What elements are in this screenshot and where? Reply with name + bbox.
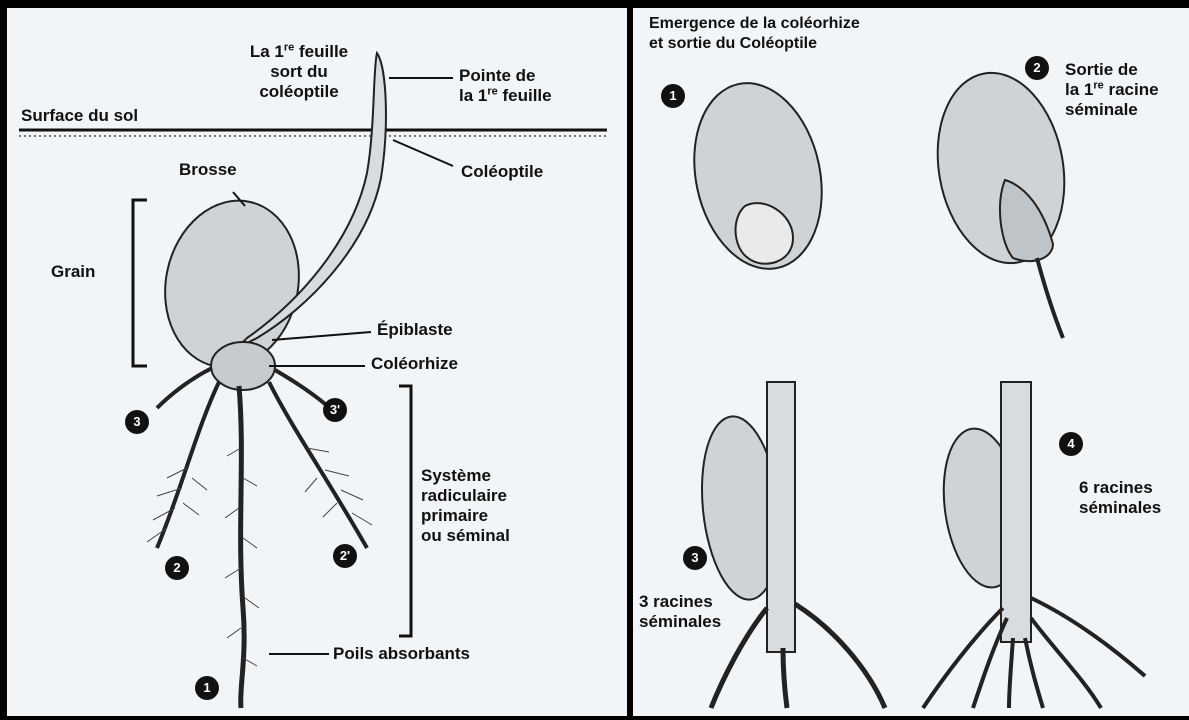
seminal-root-2	[157, 382, 219, 548]
stage3-root-c	[795, 604, 885, 708]
seedling-diagram-panel: La 1re feuille sort du coléoptile Pointe…	[7, 8, 627, 716]
leader-epiblast	[272, 332, 371, 340]
seminal-root-2-prime	[269, 382, 367, 548]
coleoptile-label: Coléoptile	[461, 162, 543, 182]
marker-2: 2	[165, 556, 189, 580]
leader-coleoptile	[393, 140, 453, 166]
grain-label: Grain	[51, 262, 95, 282]
tip-of-first-leaf-label: Pointe de la 1re feuille	[459, 66, 552, 106]
six-seminal-roots-label: 6 racines séminales	[1079, 478, 1161, 518]
marker-1: 1	[195, 676, 219, 700]
stage-marker-2: 2	[1025, 56, 1049, 80]
stage2-grain	[923, 63, 1078, 274]
right-panel-title: Emergence de la coléorhize et sortie du …	[649, 14, 860, 54]
absorbent-hairs-label: Poils absorbants	[333, 644, 470, 664]
epiblast-label: Épiblaste	[377, 320, 453, 340]
stage-marker-4: 4	[1059, 432, 1083, 456]
soil-surface-label: Surface du sol	[21, 106, 138, 126]
marker-3-prime: 3'	[323, 398, 347, 422]
seminal-root-3	[157, 368, 212, 408]
stage3-root-b	[783, 648, 787, 708]
stage-marker-1: 1	[661, 84, 685, 108]
stage-marker-3: 3	[683, 546, 707, 570]
stage4-roots	[923, 598, 1145, 708]
stage4-coleoptile	[1001, 382, 1031, 642]
germination-stages-panel: Emergence de la coléorhize et sortie du …	[633, 8, 1189, 716]
coleorhiza-label: Coléorhize	[371, 354, 458, 374]
root-system-bracket	[399, 386, 411, 636]
brush-label: Brosse	[179, 160, 237, 180]
first-root-exit-label: Sortie de la 1re racine séminale	[1065, 60, 1159, 120]
stage2-first-root	[1037, 258, 1063, 338]
marker-2-prime: 2'	[333, 544, 357, 568]
marker-3: 3	[125, 410, 149, 434]
first-leaf-emerges-label: La 1re feuille sort du coléoptile	[209, 42, 389, 102]
primary-root	[239, 386, 244, 708]
three-seminal-roots-label: 3 racines séminales	[639, 592, 721, 632]
stage3-coleoptile	[767, 382, 795, 652]
seminal-root-3-prime	[275, 370, 325, 404]
grain-bracket	[133, 200, 147, 366]
root-system-label: Système radiculaire primaire ou séminal	[421, 466, 510, 546]
